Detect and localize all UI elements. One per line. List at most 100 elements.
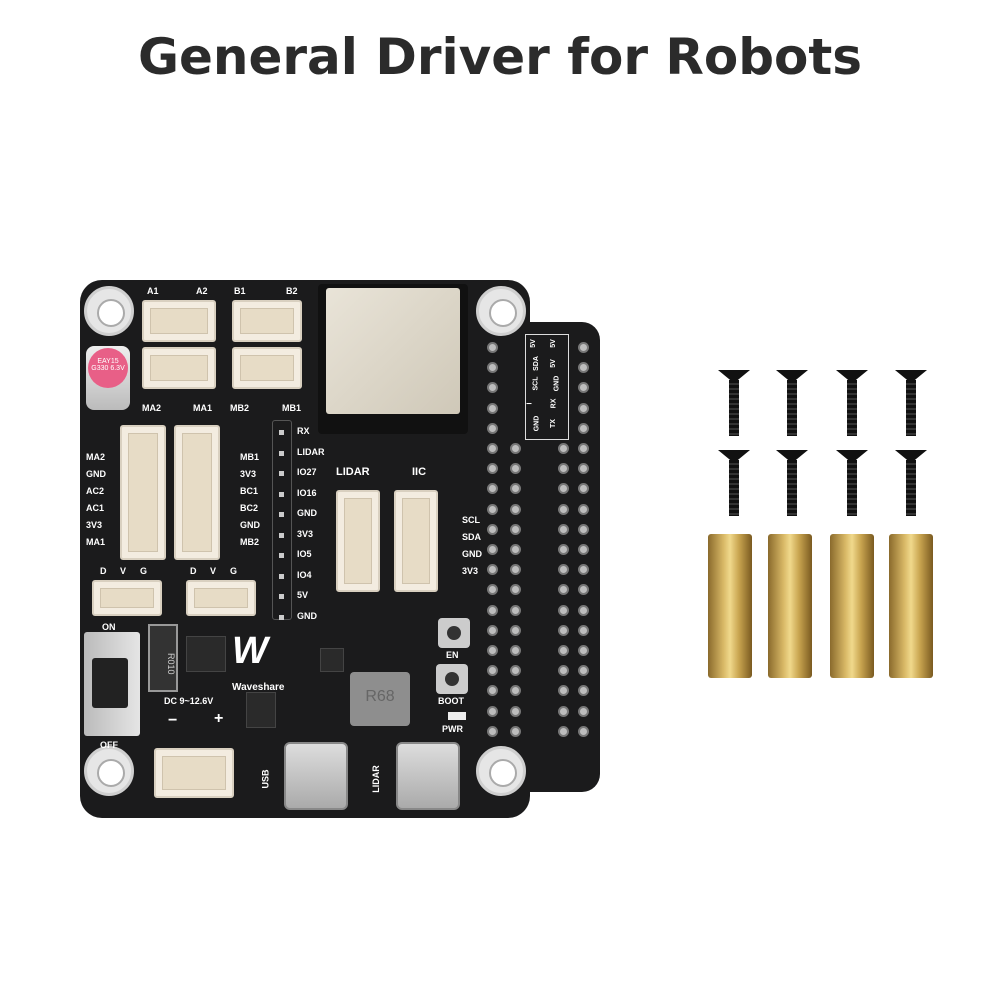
header-pin — [558, 725, 569, 737]
header-pin — [487, 705, 498, 717]
servo-pin-label: D — [100, 566, 107, 576]
header-pin — [558, 645, 569, 656]
header-pin-label: 5V — [549, 359, 557, 368]
motor-a-connector-2[interactable] — [142, 347, 216, 389]
header-pin — [487, 503, 498, 515]
header-pin — [558, 463, 569, 475]
header-pin-label: SDA — [532, 356, 540, 371]
header-pin — [578, 584, 589, 596]
screw-icon — [895, 450, 927, 516]
label-a2: A2 — [196, 286, 208, 296]
gpio-pin[interactable] — [279, 553, 284, 558]
encoder-pin-label: BC1 — [240, 486, 259, 496]
en-button[interactable] — [438, 618, 470, 648]
header-pin — [510, 665, 521, 677]
lidar-connector[interactable] — [336, 490, 380, 592]
header-pin — [558, 685, 569, 697]
header-pin — [578, 362, 589, 374]
gpio-pin[interactable] — [279, 450, 284, 456]
header-pin — [558, 604, 569, 616]
encoder-b-connector[interactable] — [174, 425, 220, 560]
header-pin — [487, 362, 498, 374]
gpio-pin[interactable] — [279, 614, 284, 620]
screw-shaft — [906, 380, 916, 436]
en-label: EN — [446, 650, 459, 660]
gpio-pin[interactable] — [279, 594, 284, 599]
brand-label: Waveshare — [232, 682, 285, 693]
plus-label: + — [214, 710, 224, 727]
gpio-header[interactable] — [272, 420, 292, 620]
screw-shaft — [729, 460, 739, 516]
screw-icon — [776, 370, 808, 436]
iic-connector[interactable] — [394, 490, 438, 592]
header-pin — [487, 604, 498, 616]
screw-head — [776, 370, 808, 380]
gpio-pin[interactable] — [279, 573, 284, 579]
mounting-hole — [84, 286, 134, 336]
brass-standoff — [889, 534, 933, 678]
screw-icon — [776, 450, 808, 516]
header-pin — [487, 483, 498, 495]
label-ma1: MA1 — [193, 403, 213, 413]
small-chip — [320, 648, 344, 672]
brass-standoff — [768, 534, 812, 678]
header-pin-label: SCL — [532, 376, 540, 391]
lidar-usb-label: LIDAR — [370, 765, 381, 793]
gpio-pin-label: IO5 — [297, 549, 312, 559]
label-b1: B1 — [234, 286, 246, 296]
page-title: General Driver for Robots — [137, 28, 863, 86]
header-pin — [578, 725, 589, 737]
iic-port-label: IIC — [412, 466, 427, 478]
module-shield — [326, 288, 460, 414]
header-pin — [578, 685, 589, 697]
label-mb2: MB2 — [230, 403, 250, 413]
header-pin — [578, 342, 589, 353]
encoder-pin-label: AC1 — [86, 503, 105, 513]
motor-b-connector[interactable] — [232, 300, 302, 342]
gpio-pin[interactable] — [279, 471, 284, 476]
gpio-pin[interactable] — [279, 532, 284, 538]
power-switch[interactable] — [84, 632, 140, 736]
servo-connector-1[interactable] — [92, 580, 162, 616]
header-pin — [510, 483, 521, 495]
header-pin — [558, 624, 569, 636]
gpio-pin[interactable] — [279, 491, 284, 497]
boot-button[interactable] — [436, 664, 468, 694]
header-pin-label: GND — [533, 415, 541, 432]
header-pin — [510, 685, 521, 697]
label-b2: B2 — [286, 286, 298, 296]
screw-shaft — [787, 460, 797, 516]
encoder-pin-label: 3V3 — [240, 469, 257, 479]
screw-shaft — [847, 460, 857, 516]
gpio-pin-label: GND — [297, 610, 317, 621]
screw-head — [895, 450, 927, 460]
usb-c-port[interactable] — [284, 742, 348, 810]
header-pin — [510, 725, 521, 737]
header-pin — [558, 503, 569, 515]
mounting-hole — [476, 746, 526, 796]
switch-knob[interactable] — [92, 658, 128, 708]
header-pin — [510, 624, 521, 636]
motor-b-connector-2[interactable] — [232, 347, 302, 389]
servo-connector-2[interactable] — [186, 580, 256, 616]
header-pin-label: RX — [550, 398, 558, 409]
mounting-hole — [476, 286, 526, 336]
encoder-pin-label: MB2 — [240, 537, 260, 547]
gpio-pin[interactable] — [279, 512, 284, 517]
encoder-a-connector[interactable] — [120, 425, 166, 560]
power-input-connector[interactable] — [154, 748, 234, 798]
gpio-pin-label: IO4 — [297, 569, 312, 580]
header-pin — [487, 624, 498, 636]
gpio-pin[interactable] — [279, 430, 284, 435]
header-pinout-table — [525, 334, 569, 440]
header-pin-label: 5V — [549, 339, 557, 348]
lidar-usb-c-port[interactable] — [396, 742, 460, 810]
motor-a-connector[interactable] — [142, 300, 216, 342]
servo-pin-label: G — [230, 566, 238, 576]
header-pin — [558, 443, 569, 454]
header-pin — [578, 604, 589, 616]
header-pin — [510, 705, 521, 717]
screw-icon — [836, 450, 868, 516]
header-pin — [510, 523, 521, 535]
header-pin — [578, 665, 589, 677]
